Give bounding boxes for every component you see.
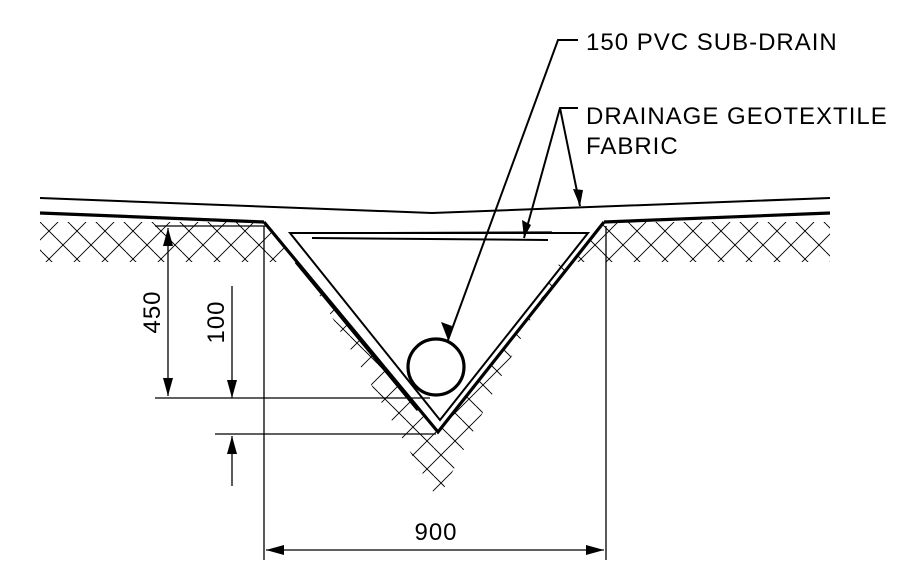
pvc-subdrain-pipe: [406, 337, 466, 397]
dim100-arrow-bottom: [227, 436, 237, 454]
geotextile-fabric-outline: [287, 232, 591, 422]
geotextile-label-line1: DRAINAGE GEOTEXTILE: [586, 103, 888, 130]
fabric-fold-line-1: [311, 237, 549, 241]
pipe-leader-arrowhead: [441, 322, 452, 340]
ground-surface-line: [39, 197, 831, 215]
fabric-fold-line-2: [295, 231, 553, 234]
dim-100-label: 100: [203, 300, 230, 343]
geotextile-leader-arrowhead-1: [522, 220, 531, 238]
natural-ground-right: [603, 211, 831, 224]
natural-ground-left: [39, 211, 265, 224]
dim-900-label: 900: [414, 519, 457, 546]
dim450-arrow-top: [163, 228, 173, 246]
dim900-arrow-left: [266, 545, 284, 555]
dim-450-label: 450: [139, 290, 166, 333]
geotextile-fabric-edge: [294, 260, 420, 412]
pipe-label: 150 PVC SUB-DRAIN: [586, 29, 838, 56]
soil-hatching: [40, 222, 830, 500]
dim100-arrow-top: [227, 380, 237, 398]
pipe-leader-line: [447, 39, 578, 341]
geotextile-label-line2: FABRIC: [586, 133, 679, 160]
trench-v-outer: [262, 220, 606, 435]
geotextile-leader-line-1: [523, 107, 578, 239]
geotextile-leader-arrowhead-2: [573, 189, 583, 206]
dim450-arrow-bottom: [163, 378, 173, 396]
dim900-arrow-right: [586, 545, 604, 555]
